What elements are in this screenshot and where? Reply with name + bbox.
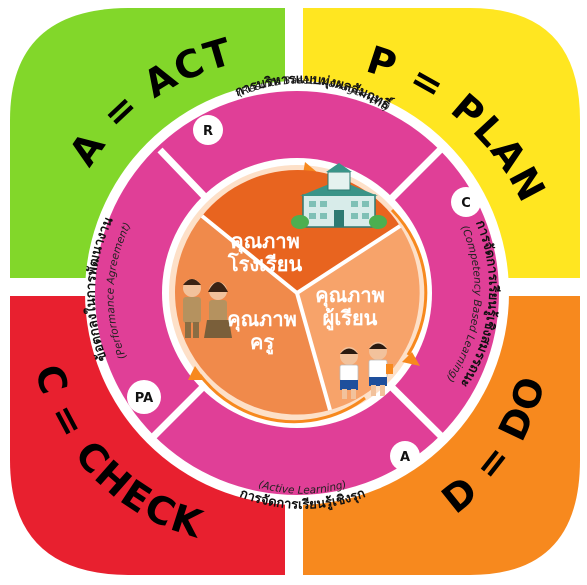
badge-pa: PA — [127, 380, 161, 414]
svg-text:R: R — [203, 124, 213, 139]
badge-a: A — [390, 441, 420, 471]
student-label-2: ผู้เรียน — [323, 306, 378, 332]
school-label-2: โรงเรียน — [227, 252, 303, 276]
svg-text:C: C — [461, 196, 471, 211]
teacher-label-2: ครู — [250, 330, 274, 356]
school-building-icon — [291, 163, 387, 229]
badge-r: R — [193, 115, 223, 145]
svg-text:A: A — [400, 450, 410, 465]
teachers-illustration — [183, 279, 232, 338]
arrow-head-right — [402, 352, 420, 366]
students-illustration — [339, 342, 393, 399]
active-subtitle: (Active Learning) — [257, 478, 348, 496]
svg-text:PA: PA — [135, 391, 153, 406]
school-label-1: คุณภาพ — [230, 229, 300, 254]
arrow-head-left — [188, 366, 205, 380]
badge-c: C — [451, 187, 481, 217]
teacher-label-1: คุณภาพ — [227, 307, 297, 332]
student-label-1: คุณภาพ — [315, 283, 385, 308]
teacher-segment — [174, 216, 330, 415]
